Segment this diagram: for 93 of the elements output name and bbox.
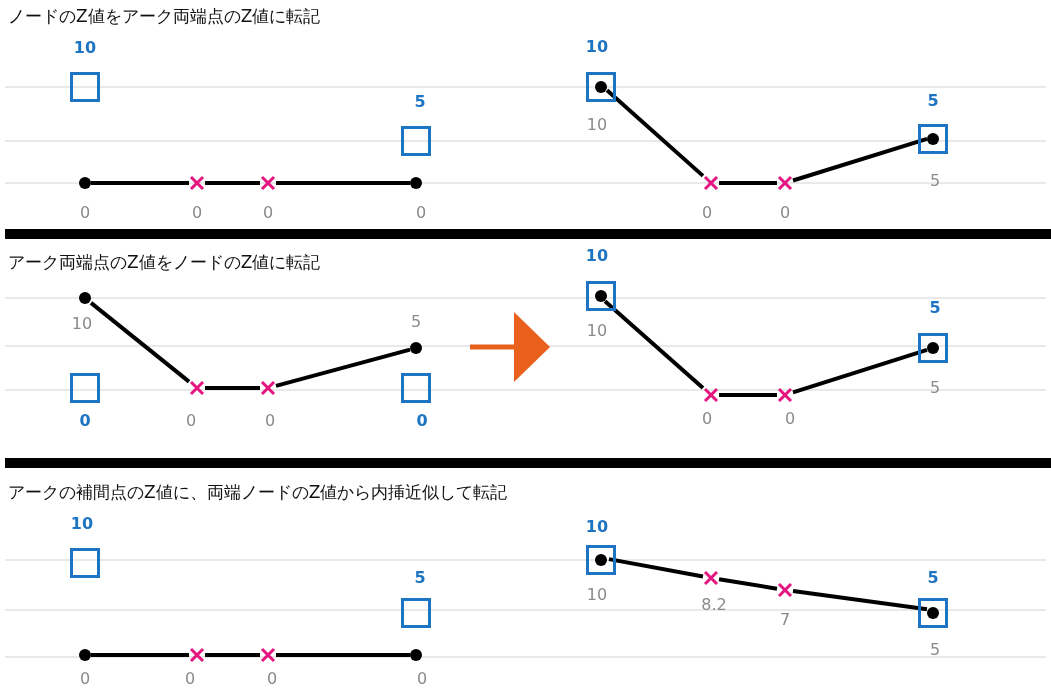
node-square [918,124,948,154]
interpolation-point-cross [260,175,276,191]
node-square [70,72,100,102]
endpoint-dot [410,177,422,189]
z-value-label: 8.2 [701,596,727,614]
endpoint-dot [595,81,607,93]
z-value-label: 0 [264,412,276,430]
interpolation-point-cross [189,647,205,663]
z-value-label: 0 [416,670,428,688]
z-value-label: 0 [415,204,427,222]
interpolation-point-cross [189,175,205,191]
endpoint-dot [927,133,939,145]
endpoint-dot [79,649,91,661]
z-value-label: 10 [73,39,97,57]
node-square [401,598,431,628]
z-value-label: 10 [586,116,608,134]
interpolation-point-cross [189,380,205,396]
interpolation-point-cross [703,387,719,403]
node-square [401,373,431,403]
endpoint-dot [410,649,422,661]
z-value-label: 5 [929,299,941,317]
arc-segment [719,181,777,185]
z-value-label: 10 [586,586,608,604]
arc-segment [89,301,191,384]
arc-segment [792,136,928,183]
node-square [918,333,948,363]
endpoint-dot [595,554,607,566]
z-value-label: 5 [929,379,941,397]
section-heading: ノードのZ値をアーク両端点のZ値に転記 [8,5,321,28]
arc-segment [719,393,777,397]
z-value-label: 0 [184,670,196,688]
arc-segment [718,577,778,591]
z-value-label: 10 [585,38,609,56]
node-square [70,548,100,578]
z-value-label: 0 [701,410,713,428]
interpolation-point-cross [260,647,276,663]
z-value-label: 0 [79,412,91,430]
endpoint-dot [79,292,91,304]
z-value-label: 5 [929,172,941,190]
node-square [70,373,100,403]
z-value-label: 0 [191,204,203,222]
arc-segment [205,653,260,657]
z-value-label: 0 [779,204,791,222]
z-value-label: 5 [414,93,426,111]
z-value-label: 5 [929,641,941,659]
interpolation-point-cross [703,175,719,191]
z-value-label: 0 [185,412,197,430]
arc-segment [605,88,705,178]
z-value-label: 0 [784,410,796,428]
z-value-label: 0 [79,670,91,688]
z-value-label: 0 [416,412,428,430]
arc-segment [205,386,260,390]
node-square [586,545,616,575]
arc-segment [603,299,705,390]
arc-segment [205,181,260,185]
z-value-label: 5 [414,569,426,587]
interpolation-point-cross [777,582,793,598]
endpoint-dot [79,177,91,189]
interpolation-point-cross [703,570,719,586]
endpoint-dot [410,342,422,354]
z-value-label: 0 [79,204,91,222]
z-value-label: 7 [779,611,791,629]
arc-segment [91,181,189,185]
node-square [586,72,616,102]
node-square [401,126,431,156]
interpolation-point-cross [777,387,793,403]
arc-segment [275,347,411,388]
z-value-label: 5 [927,92,939,110]
endpoint-dot [927,607,939,619]
interpolation-point-cross [260,380,276,396]
section-heading: アーク両端点のZ値をノードのZ値に転記 [8,251,321,274]
arc-segment [276,181,410,185]
endpoint-dot [927,342,939,354]
interpolation-point-cross [777,175,793,191]
z-value-label: 10 [585,247,609,265]
arc-segment [792,348,928,395]
endpoint-dot [595,290,607,302]
section-heading: アークの補間点のZ値に、両端ノードのZ値から内挿近似して転記 [8,481,508,504]
z-value-label: 0 [266,670,278,688]
arc-segment [608,557,704,579]
z-value-label: 0 [701,204,713,222]
z-value-label: 5 [410,313,422,331]
z-value-label: 10 [70,515,94,533]
z-value-label: 0 [262,204,274,222]
z-value-label: 5 [927,569,939,587]
arc-segment [91,653,189,657]
arc-segment [276,653,410,657]
z-value-label: 10 [71,315,93,333]
arc-segment [792,589,928,612]
node-square [918,598,948,628]
z-value-label: 10 [585,518,609,536]
node-square [586,281,616,311]
z-value-label: 10 [586,322,608,340]
